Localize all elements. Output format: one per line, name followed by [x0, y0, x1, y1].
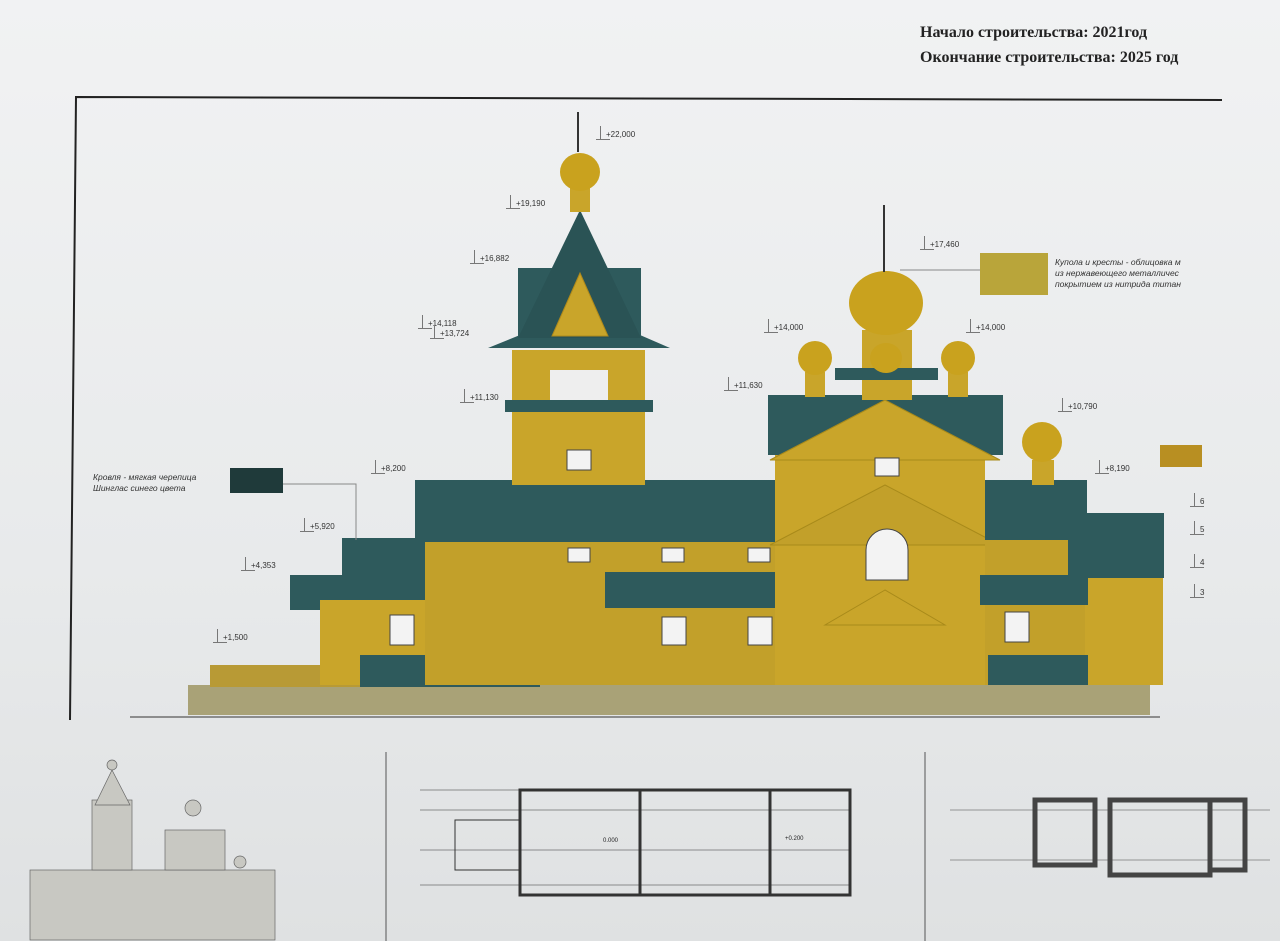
drawing-frame [69, 95, 1223, 721]
note-line: Шинглас синего цвета [93, 483, 186, 493]
apse-dome [1022, 422, 1062, 462]
plan-level-2: +0.200 [785, 836, 804, 842]
construction-start: Начало строительства: 2021год [920, 24, 1148, 41]
axis-mark: 6 [1188, 493, 1205, 507]
elevation-mark: +1,500 [213, 629, 248, 643]
note-line: из нержавеющего металличес [1055, 268, 1179, 278]
belfry-ledge [505, 400, 653, 412]
wall-apse [1085, 578, 1163, 685]
elevation-mark: +14,118 [418, 315, 457, 329]
belfry-opening [550, 370, 608, 400]
side-elevation-thumbnail [29, 759, 276, 941]
main-dome [849, 271, 923, 335]
log-swatch [1160, 445, 1202, 467]
front-dome [870, 343, 902, 373]
left-small-drum [805, 372, 825, 397]
tower-dome [560, 153, 600, 191]
roof-apse [1068, 513, 1164, 578]
elevation-mark: +10,790 [1057, 398, 1098, 412]
axis-mark: 5 [1188, 521, 1205, 535]
elevation-mark: +4,353 [241, 557, 276, 571]
dome-material-note: Купола и кресты - облицовка м из нержаве… [1055, 257, 1181, 290]
dome-material-swatch [980, 253, 1048, 295]
roof-material-note: Кровля - мягкая черепица Шинглас синего … [93, 472, 196, 494]
right-small-drum [948, 372, 968, 397]
elevation-mark: +5,920 [300, 518, 335, 532]
axis-mark: 3 [1188, 584, 1205, 598]
elevation-mark: +19,190 [505, 195, 546, 209]
floor-plan-1 [420, 788, 852, 897]
note-line: Купола и кресты - облицовка м [1055, 257, 1181, 267]
stone-foundation [188, 685, 1150, 715]
roof-refectory [415, 480, 785, 542]
tower-drum [570, 188, 590, 212]
elevation-mark: +14,000 [763, 319, 804, 333]
floor-plan-2 [950, 797, 1270, 878]
elevation-mark: +14,000 [965, 319, 1006, 333]
elevation-mark: +22,000 [595, 126, 636, 140]
roof-leader [283, 483, 357, 540]
windows [389, 449, 1030, 646]
roof-swatch [230, 468, 283, 493]
elevation-mark: +13,724 [429, 325, 470, 339]
elevation-mark: +11,630 [724, 377, 763, 391]
apse-drum [1032, 460, 1054, 485]
left-small-dome [798, 341, 832, 375]
roof-right-porch [988, 655, 1088, 685]
roof-refectory-lower [605, 572, 795, 608]
construction-end: Окончание строительства: 2025 год [920, 49, 1179, 66]
arched-window [865, 528, 909, 581]
roof-right-lower [980, 575, 1088, 605]
elevation-mark: +11,130 [460, 389, 499, 403]
tower-eave [488, 335, 670, 348]
elevation-mark: +17,460 [919, 236, 960, 250]
construction-dates: Начало строительства: 2021год Окончание … [920, 20, 1178, 70]
entrance-gable [823, 589, 947, 626]
note-line: покрытием из нитрида титан [1055, 279, 1181, 289]
tower-gable [551, 271, 609, 337]
elevation-mark: +16,882 [469, 250, 510, 264]
elevation-mark: +8,200 [371, 460, 406, 474]
plan-level-1: 0.000 [603, 838, 619, 844]
axis-mark: 4 [1188, 554, 1205, 568]
elevation-mark: +8,190 [1095, 460, 1130, 474]
drum-roof [835, 368, 938, 380]
right-small-dome [941, 341, 975, 375]
note-line: Кровля - мягкая черепица [93, 472, 197, 482]
